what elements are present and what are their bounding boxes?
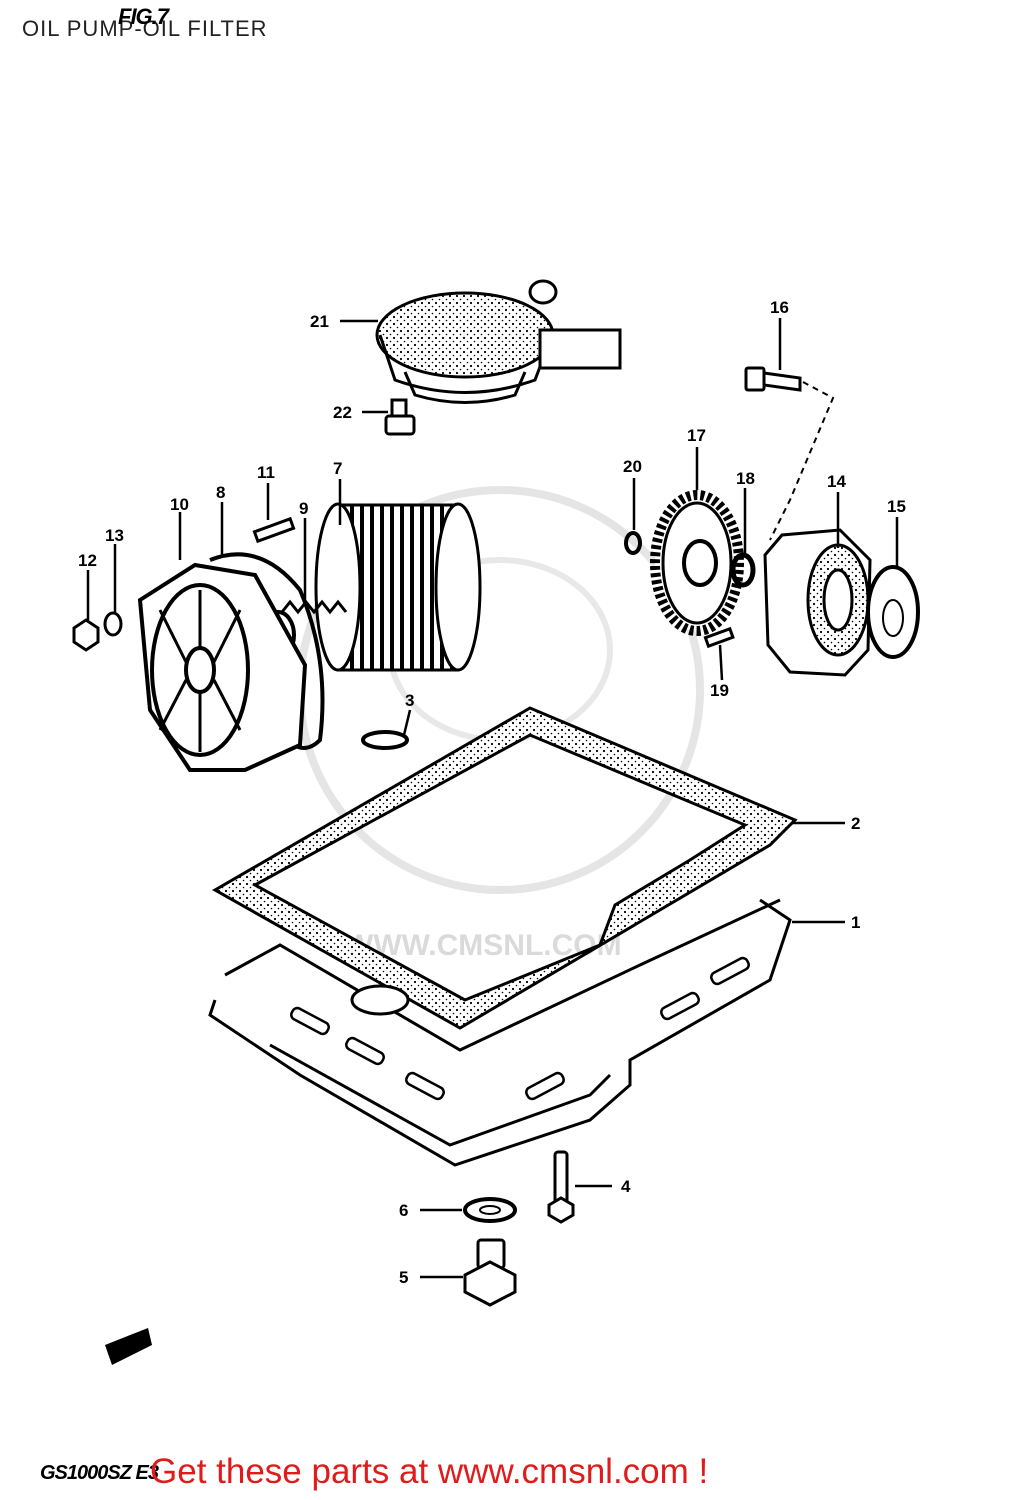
callout-17: 17 [687,426,706,445]
oil-filter [314,502,482,672]
callout-11: 11 [257,463,275,482]
callout-3: 3 [405,691,414,710]
oil-pan [208,898,792,1167]
oil-strainer [375,279,622,404]
callout-12: 12 [78,551,97,570]
callout-16: 16 [770,298,789,317]
oil-pan-gasket [211,706,798,1030]
callout-1: 1 [851,913,860,932]
nut [72,618,100,652]
stud [252,516,296,544]
callout-19: 19 [710,681,729,700]
callout-15: 15 [887,497,906,516]
filter-cap-gasket [209,552,325,750]
pin [703,626,735,649]
oil-pan-bolt [547,1150,575,1224]
callout-8: 8 [216,483,225,502]
callout-6: 6 [399,1201,408,1220]
spring [280,599,348,615]
callout-10: 10 [170,495,189,514]
washer-13 [103,611,123,637]
callout-13: 13 [105,526,124,545]
callout-9: 9 [299,499,308,518]
callout-18: 18 [736,469,755,488]
callout-7: 7 [333,459,342,478]
pump-bolt [744,366,835,541]
pump-gear [650,490,744,636]
oil-pump [763,528,872,677]
strainer-bolt [384,398,416,436]
circlip [624,531,642,555]
callout-22: 22 [333,403,352,422]
callout-14: 14 [827,472,846,491]
callout-20: 20 [623,457,642,476]
callout-labels: 21 22 16 17 20 18 14 15 19 10 8 11 9 7 1… [78,298,906,1287]
model-code: GS1000SZ E3 [40,1462,159,1484]
callout-4: 4 [621,1177,631,1196]
figure-label: FIG.7 [118,4,169,29]
front-arrow-icon [105,1328,152,1365]
callout-2: 2 [851,814,860,833]
filter-cap [137,562,308,772]
callout-5: 5 [399,1268,408,1287]
drain-plug [463,1238,517,1307]
drain-plug-gasket [463,1197,517,1223]
promo-banner-link[interactable]: Get these parts at www.cmsnl.com ! [150,1452,709,1491]
callout-21: 21 [310,312,329,331]
page-title: OIL PUMP-OIL FILTER [22,16,268,41]
o-ring [361,730,409,750]
washer-18 [730,552,756,588]
leader-lines [86,318,899,1279]
pump-gasket [866,565,920,659]
